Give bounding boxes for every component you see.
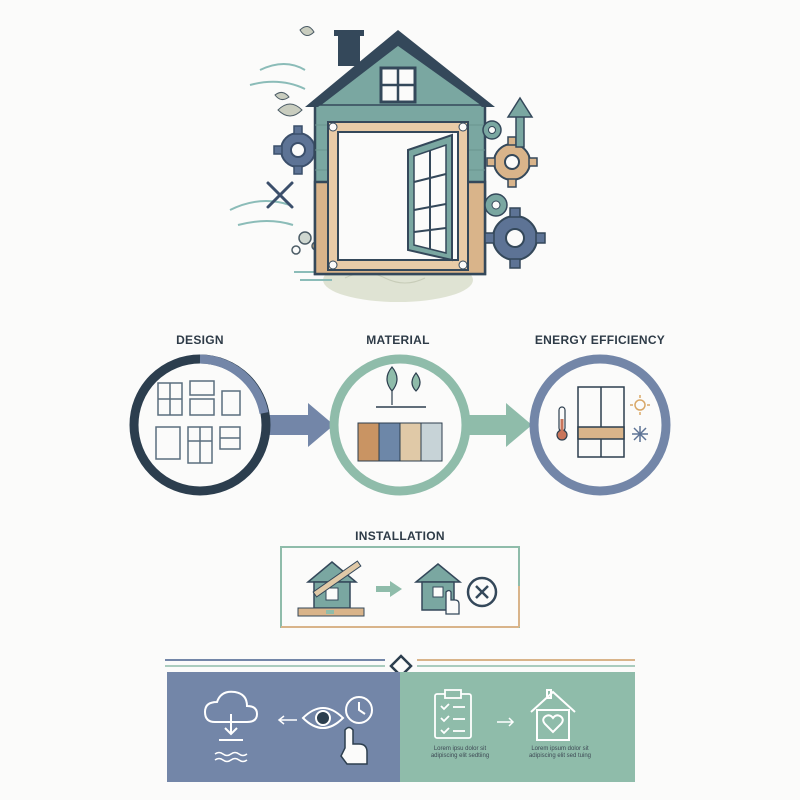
level-tool-icon bbox=[297, 560, 365, 617]
bottom-left-text-line-2: adipiscing elit sedtiing bbox=[430, 753, 490, 759]
house-icon bbox=[305, 30, 495, 276]
gear-icon bbox=[484, 193, 508, 217]
clipboard-checklist-icon bbox=[434, 689, 472, 739]
leaf-icon bbox=[386, 366, 398, 405]
arrow-right-icon bbox=[458, 403, 532, 447]
close-circle-icon bbox=[466, 576, 498, 608]
process-steps bbox=[129, 354, 671, 496]
bottom-banner-lines bbox=[165, 654, 635, 676]
thermometer-icon bbox=[556, 406, 568, 441]
step-label-material: MATERIAL bbox=[366, 333, 430, 347]
hand-pointer-icon bbox=[340, 726, 368, 765]
bottom-right-text: Lorem ipsum dolor sit adipiscing elit se… bbox=[515, 746, 605, 760]
energy-efficiency-circle bbox=[529, 354, 671, 496]
clock-icon bbox=[345, 696, 373, 724]
wave-icon bbox=[214, 751, 248, 763]
bottom-right-text-line-2: adipiscing elit sed tuing bbox=[528, 753, 592, 759]
bottom-left-text-line-1: Lorem ipsu dolor sit bbox=[433, 746, 487, 752]
installation-label: INSTALLATION bbox=[355, 529, 445, 543]
arrow-right-icon bbox=[376, 581, 402, 597]
bottom-panel-right bbox=[400, 672, 635, 782]
house-heart-icon bbox=[530, 689, 576, 741]
window-icon bbox=[577, 386, 625, 458]
gear-icon bbox=[486, 136, 538, 188]
eye-icon bbox=[301, 707, 345, 729]
bottom-left-text: Lorem ipsu dolor sit adipiscing elit sed… bbox=[420, 746, 500, 760]
bottom-right-text-line-1: Lorem ipsum dolor sit bbox=[531, 746, 589, 752]
arrow-right-icon bbox=[262, 403, 334, 447]
gear-icon bbox=[482, 120, 502, 140]
design-circle bbox=[129, 354, 271, 496]
gear-icon bbox=[484, 207, 546, 269]
snowflake-icon bbox=[632, 426, 648, 442]
leaf-icon bbox=[277, 103, 303, 117]
hero-house-illustration bbox=[229, 26, 546, 302]
window-icon bbox=[379, 66, 417, 104]
arrow-up-icon bbox=[506, 96, 534, 148]
leaf-icon bbox=[299, 26, 315, 36]
wind-swirl-icon bbox=[229, 63, 306, 226]
hand-pointer-icon bbox=[445, 589, 460, 615]
bottom-icons bbox=[203, 689, 576, 765]
cloud-download-icon bbox=[203, 690, 259, 741]
material-samples bbox=[357, 422, 443, 462]
step-label-design: DESIGN bbox=[176, 333, 224, 347]
material-circle bbox=[329, 354, 471, 496]
droplet-icon bbox=[411, 372, 421, 392]
installation-panel bbox=[280, 546, 520, 628]
wrench-icon bbox=[266, 181, 294, 209]
sun-icon bbox=[630, 395, 650, 415]
leaf-icon bbox=[274, 91, 290, 101]
arrow-left-icon bbox=[277, 715, 297, 725]
step-label-energy-efficiency: ENERGY EFFICIENCY bbox=[534, 333, 666, 347]
arrow-right-icon bbox=[497, 717, 515, 727]
window-icon bbox=[155, 380, 241, 464]
